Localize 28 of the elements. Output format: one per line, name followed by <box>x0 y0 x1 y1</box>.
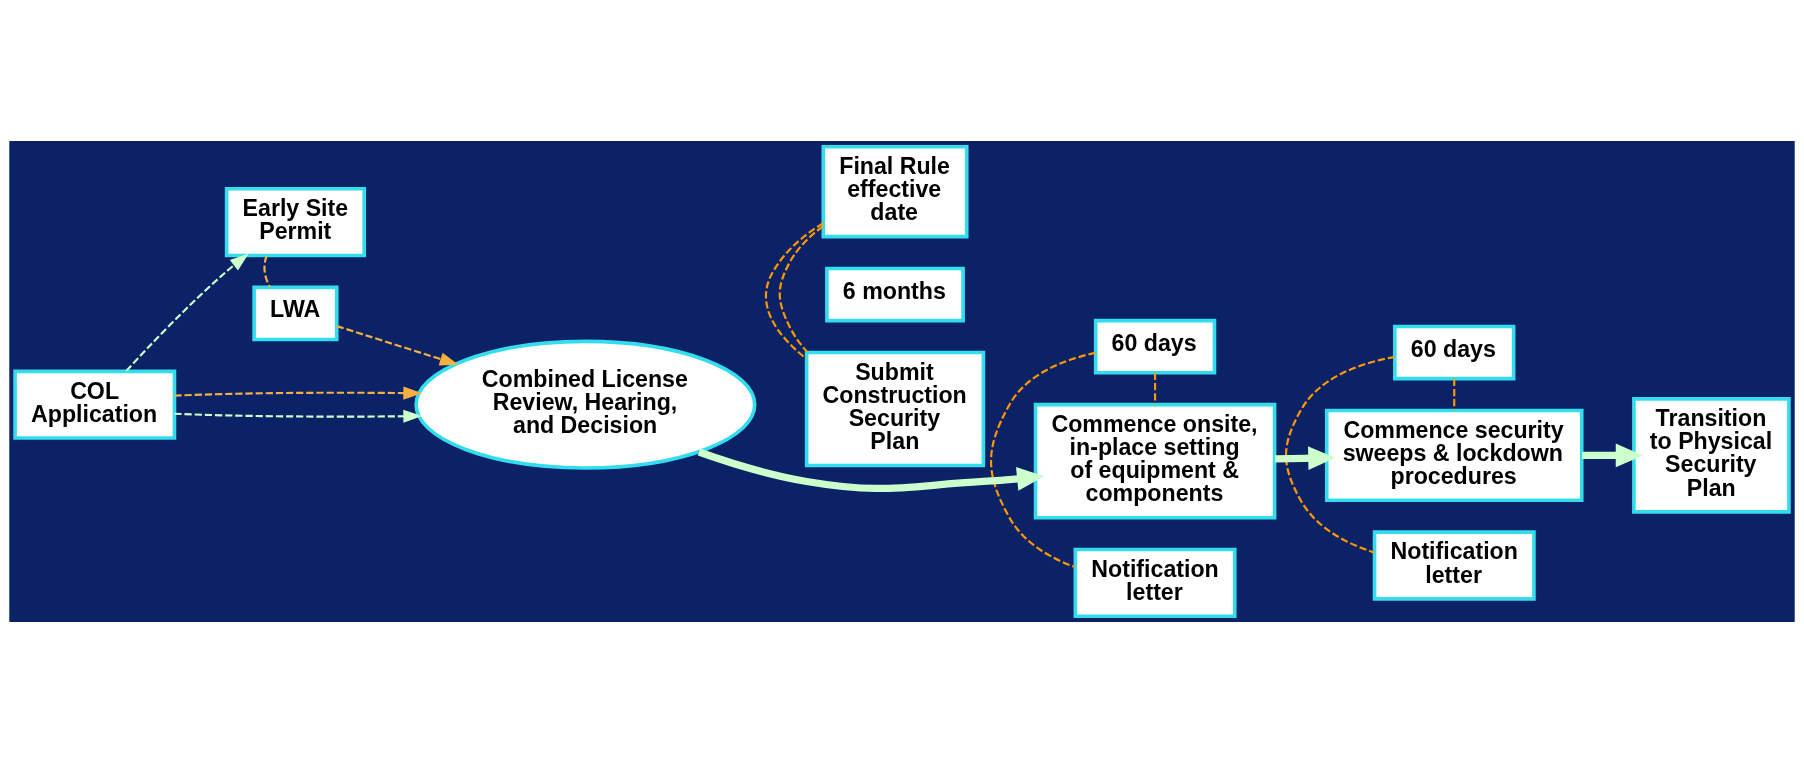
node-box: Notification letter <box>1073 547 1237 618</box>
arrow <box>174 409 423 423</box>
connector <box>1154 372 1157 404</box>
node-ellipse: Combined License Review, Hearing, and Decision <box>414 339 757 470</box>
arrow <box>174 386 423 400</box>
arrow <box>697 448 1045 492</box>
connector <box>1453 378 1456 410</box>
node-box: Submit Construction Security Plan <box>804 350 986 467</box>
node-box: Commence onsite, in-place setting of equipment & components <box>1033 402 1277 519</box>
node-box: COL Application <box>13 369 177 440</box>
connector <box>263 254 271 288</box>
arrow <box>336 324 459 365</box>
arrow <box>1274 445 1336 470</box>
node-box: 6 months <box>825 266 965 322</box>
connector <box>765 221 824 360</box>
node-box: Early Site Permit <box>224 186 367 257</box>
node-box: Notification letter <box>1372 529 1536 601</box>
node-box: Transition to Physical Security Plan <box>1632 396 1791 514</box>
node-box: 60 days <box>1093 318 1217 375</box>
connector <box>1285 355 1395 554</box>
connector <box>990 351 1096 568</box>
arrow <box>125 253 249 372</box>
arrow <box>1582 443 1643 467</box>
node-box: Final Rule effective date <box>821 144 969 238</box>
connector <box>778 225 824 353</box>
node-box: Commence security sweeps & lockdown procedures <box>1324 408 1584 502</box>
node-box: 60 days <box>1393 324 1516 380</box>
node-box: LWA <box>252 285 339 341</box>
